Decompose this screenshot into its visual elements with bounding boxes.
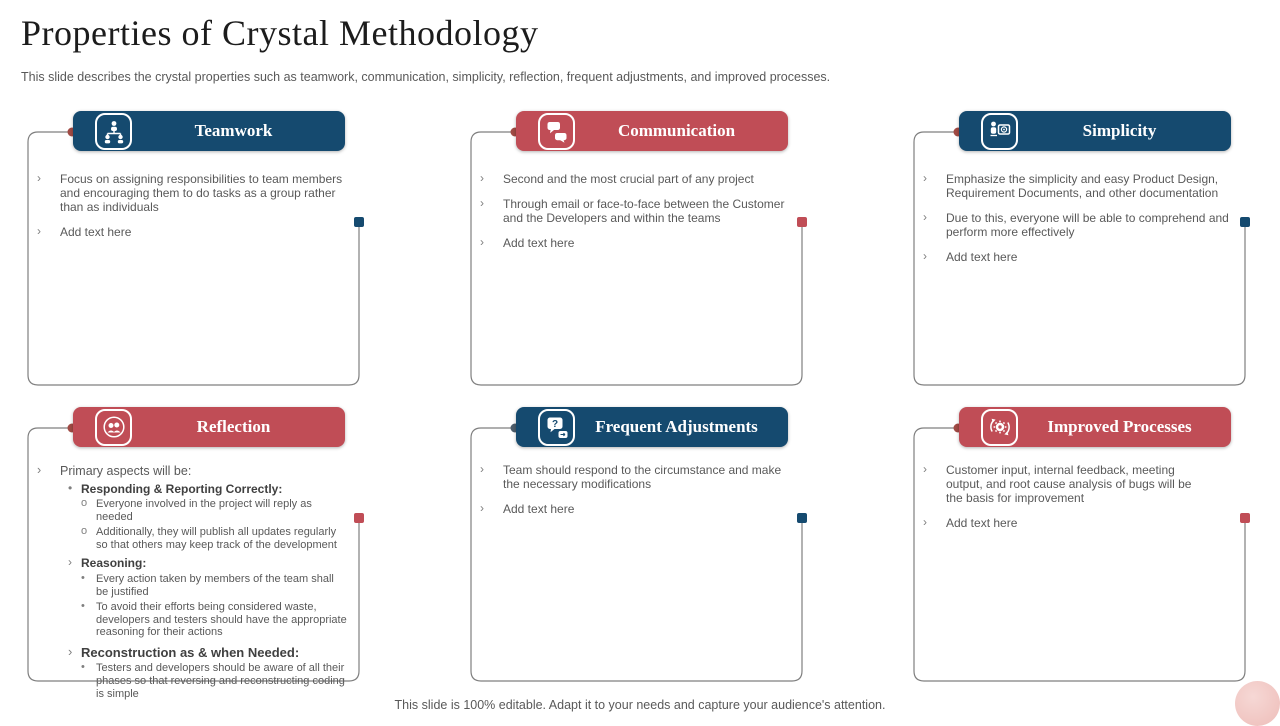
bullet-item: •Responding & Reporting Correctly:	[68, 480, 283, 496]
bullet-item: ›Customer input, internal feedback, meet…	[923, 462, 1192, 505]
gear-refresh-icon	[981, 408, 1018, 446]
connector-square	[354, 513, 364, 523]
decorative-circle	[1235, 681, 1280, 726]
card-teamwork[interactable]: Teamwork ›Focus on assigning responsibil…	[27, 111, 364, 386]
connector-square	[1240, 217, 1250, 227]
bullet-item: ›Through email or face-to-face between t…	[480, 195, 785, 225]
card-communication[interactable]: Communication ›Second and the most cruci…	[470, 111, 807, 386]
chat-bubbles-icon	[538, 112, 575, 150]
card-outline	[27, 127, 364, 386]
card-frequent-adjustments[interactable]: ? Frequent Adjustments ›Team should resp…	[470, 407, 807, 682]
card-title: Teamwork	[194, 121, 273, 140]
bullet-item: •Every action taken by members of the te…	[81, 572, 334, 599]
org-chart-icon	[95, 112, 132, 150]
bullet-item: •To avoid their efforts being considered…	[81, 599, 347, 639]
page-title: Properties of Crystal Methodology	[21, 13, 539, 53]
add-text-placeholder[interactable]: ›Add text here	[923, 514, 1018, 530]
card-improved-processes[interactable]: Improved Processes ›Customer input, inte…	[913, 407, 1250, 682]
bullet-item: ›Team should respond to the circumstance…	[480, 462, 782, 491]
bullet-item: ›Reasoning:	[68, 555, 147, 571]
card-title: Communication	[617, 121, 736, 140]
card-title: Frequent Adjustments	[595, 417, 758, 436]
bullet-item: ›Primary aspects will be:	[37, 463, 192, 478]
card-body: ›Primary aspects will be: •Responding & …	[35, 463, 348, 702]
connector-square	[797, 513, 807, 523]
add-text-placeholder[interactable]: ›Add text here	[37, 223, 132, 239]
card-header-frequent-adjustments[interactable]: ? Frequent Adjustments	[516, 407, 788, 447]
slide-footer-note: This slide is 100% editable. Adapt it to…	[394, 698, 886, 712]
connector-square	[797, 217, 807, 227]
person-presentation-icon	[981, 112, 1018, 150]
card-outline	[470, 423, 807, 682]
people-circle-icon	[95, 408, 132, 446]
card-body: ›Team should respond to the circumstance…	[478, 462, 791, 528]
bullet-item: ›Reconstruction as & when Needed:	[68, 644, 300, 661]
card-body: ›Focus on assigning responsibilities to …	[35, 171, 348, 251]
card-reflection[interactable]: Reflection ›Primary aspects will be: •Re…	[27, 407, 364, 700]
bullet-item: ›Emphasize the simplicity and easy Produ…	[923, 171, 1219, 200]
card-body: ›Second and the most crucial part of any…	[478, 171, 791, 262]
add-text-placeholder[interactable]: ›Add text here	[480, 500, 575, 516]
bullet-item: ›Due to this, everyone will be able to c…	[923, 209, 1229, 239]
card-header-simplicity[interactable]: Simplicity	[959, 111, 1231, 151]
connector-square	[1240, 513, 1250, 523]
connector-square	[354, 217, 364, 227]
card-header-improved-processes[interactable]: Improved Processes	[959, 407, 1231, 447]
card-title: Improved Processes	[1047, 417, 1192, 436]
card-title: Simplicity	[1082, 121, 1157, 140]
card-header-teamwork[interactable]: Teamwork	[73, 111, 345, 151]
card-header-reflection[interactable]: Reflection	[73, 407, 345, 447]
question-bubble-icon: ?	[538, 408, 575, 446]
card-body: ›Emphasize the simplicity and easy Produ…	[921, 171, 1234, 276]
card-header-communication[interactable]: Communication	[516, 111, 788, 151]
bullet-item: •Testers and developers should be aware …	[81, 661, 345, 700]
svg-text:?: ?	[551, 419, 557, 430]
bullet-item: ›Focus on assigning responsibilities to …	[37, 171, 343, 214]
add-text-placeholder[interactable]: ›Add text here	[480, 234, 575, 250]
card-body: ›Customer input, internal feedback, meet…	[921, 462, 1234, 542]
slide-subtitle: This slide describes the crystal propert…	[21, 70, 831, 84]
card-simplicity[interactable]: Simplicity ›Emphasize the simplicity and…	[913, 111, 1250, 386]
bullet-item: ›Second and the most crucial part of any…	[480, 171, 754, 186]
card-title: Reflection	[196, 417, 271, 436]
add-text-placeholder[interactable]: ›Add text here	[923, 248, 1018, 264]
